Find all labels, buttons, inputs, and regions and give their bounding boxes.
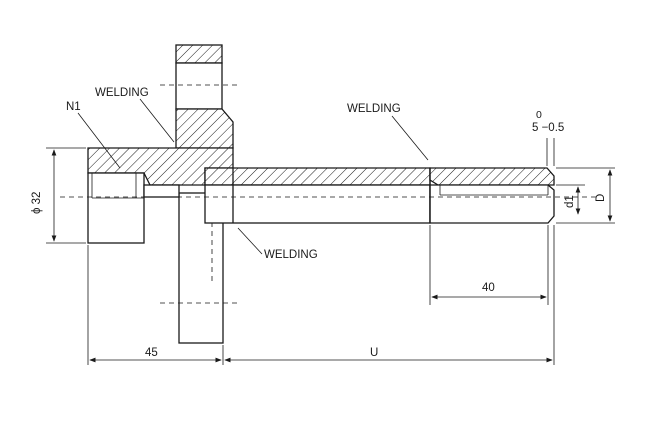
svg-text:5 −0.5: 5 −0.5 — [532, 122, 564, 134]
D-dimension: D — [556, 167, 615, 224]
n1-label: N1 — [66, 101, 121, 169]
svg-text:WELDING: WELDING — [95, 87, 149, 99]
pipe — [204, 167, 555, 224]
svg-text:U: U — [370, 347, 378, 359]
svg-text:40: 40 — [482, 282, 495, 294]
dim-U: U — [222, 225, 555, 365]
dim-40: 40 — [429, 225, 549, 305]
socket-body — [87, 147, 234, 244]
welding-label-bottom: WELDING — [237, 227, 318, 261]
svg-text:WELDING: WELDING — [347, 103, 401, 115]
svg-text:45: 45 — [145, 347, 158, 359]
tolerance-5: 0 5 −0.5 — [532, 109, 564, 166]
svg-text:WELDING: WELDING — [264, 249, 318, 261]
svg-text:ϕ 32: ϕ 32 — [31, 192, 43, 214]
svg-text:0: 0 — [536, 109, 542, 121]
svg-text:N1: N1 — [66, 101, 81, 113]
welding-label-top-left: WELDING — [95, 87, 175, 143]
welding-label-top-right: WELDING — [347, 103, 429, 161]
phi32-dimension: ϕ 32 — [31, 147, 86, 244]
svg-text:D: D — [595, 194, 607, 202]
svg-text:d1: d1 — [564, 195, 576, 208]
d1-dimension: d1 — [556, 184, 585, 215]
dim-45: 45 — [87, 245, 222, 365]
